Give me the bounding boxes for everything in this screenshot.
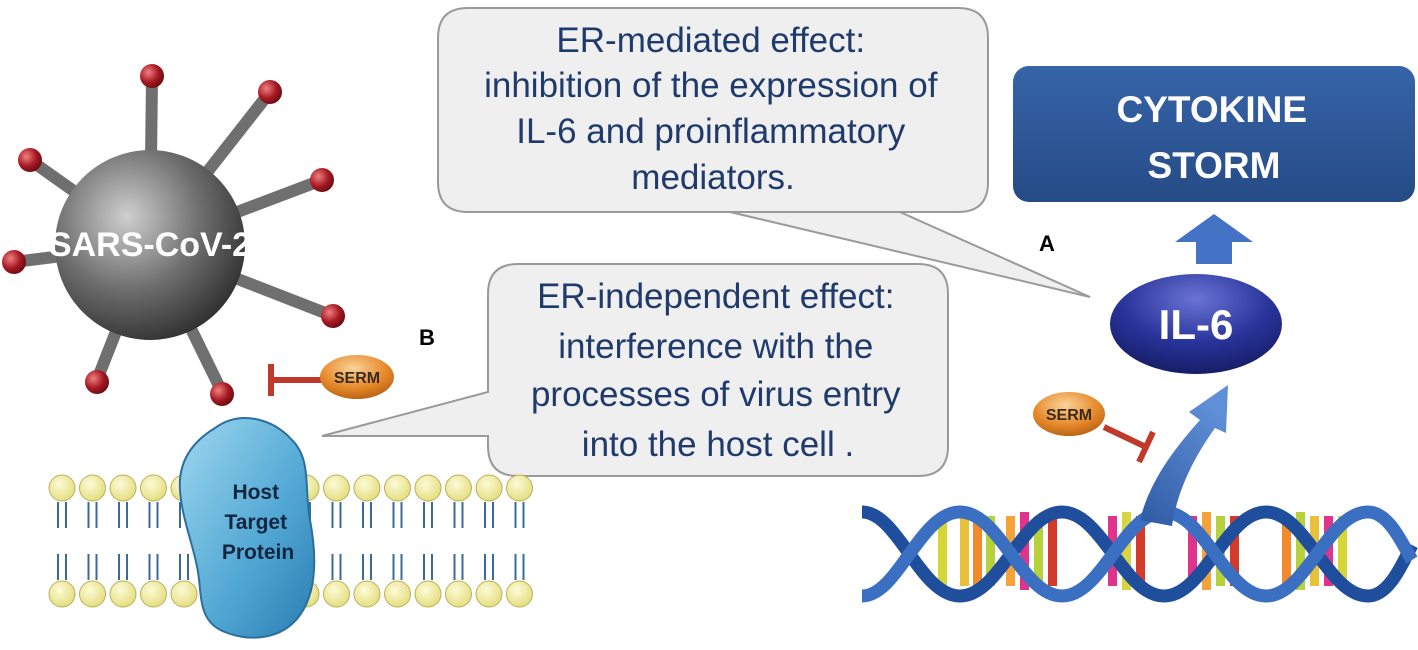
er-mediated-bubble-shape <box>437 7 1091 298</box>
er-mediated-line-2: inhibition of the expression of <box>484 66 938 105</box>
cytokine-storm-box: CYTOKINE STORM <box>1013 66 1415 202</box>
er-mediated-callout: ER-mediated effect: inhibition of the ex… <box>437 7 1091 298</box>
lipid-head <box>109 580 137 608</box>
serm-left-pill <box>320 355 394 399</box>
lipid-head <box>170 580 198 608</box>
lipid-head <box>48 474 76 502</box>
er-mediated-line-1: ER-mediated effect: <box>556 21 865 60</box>
er-mediated-line-4: mediators. <box>631 158 794 197</box>
lipid-head <box>323 580 350 608</box>
marker-a: A <box>1039 231 1055 256</box>
lipid-head <box>353 474 381 502</box>
cytokine-storm-rect <box>1013 66 1415 202</box>
er-independent-line-3: processes of virus entry <box>531 375 901 414</box>
protein-label: Host Target Protein <box>222 481 294 564</box>
il6-ellipse <box>1110 274 1282 374</box>
er-independent-line-1: ER-independent effect: <box>537 277 894 316</box>
lipid-head <box>140 580 167 608</box>
il6-label: IL-6 <box>1159 301 1234 348</box>
serm-right-inhibition-line <box>1102 424 1148 450</box>
cytokine-storm-line-2: STORM <box>1148 145 1281 186</box>
lipid-head <box>445 580 472 608</box>
cytokine-storm-label: CYTOKINE STORM <box>1117 89 1312 186</box>
sars-cov-2-virus: SARS-CoV-2 <box>2 64 345 406</box>
dna-strand-front <box>860 505 1418 603</box>
er-independent-line-2: interference with the <box>558 327 873 366</box>
il6-to-storm-arrow <box>1175 214 1253 264</box>
er-mediated-text: ER-mediated effect: inhibition of the ex… <box>484 21 942 197</box>
lipid-head <box>384 474 411 502</box>
serm-left-label: SERM <box>334 370 380 387</box>
expression-arrow <box>1140 385 1228 526</box>
lipid-head <box>475 474 503 502</box>
lipid-head <box>140 474 167 502</box>
virus-spike-knobs <box>2 64 345 406</box>
protein-line-3: Protein <box>222 541 294 564</box>
lipid-head <box>48 580 76 608</box>
virus-label: SARS-CoV-2 <box>49 226 251 264</box>
lipid-head <box>353 580 381 608</box>
marker-b: B <box>419 325 435 350</box>
serm-left: SERM <box>268 355 394 399</box>
protein-shape <box>178 417 316 639</box>
lipid-head <box>323 474 350 502</box>
lipid-head <box>475 580 503 608</box>
er-mediated-line-3: IL-6 and proinflammatory <box>516 112 906 151</box>
lipid-head <box>79 580 106 608</box>
lipid-head <box>79 474 106 502</box>
serm-right-label: SERM <box>1046 407 1092 424</box>
serm-right-inhibition-bar <box>1136 430 1156 464</box>
lipid-head <box>384 580 411 608</box>
lipid-head <box>445 474 472 502</box>
lipid-head <box>506 474 533 502</box>
lipid-head <box>414 474 442 502</box>
cytokine-storm-line-1: CYTOKINE <box>1117 89 1308 130</box>
protein-line-2: Target <box>224 511 287 534</box>
er-independent-line-4: into the host cell . <box>582 425 854 464</box>
er-independent-callout: ER-independent effect: interference with… <box>321 263 949 477</box>
lipid-head <box>109 474 137 502</box>
il6-node: IL-6 <box>1110 274 1282 374</box>
lipid-head <box>414 580 442 608</box>
protein-line-1: Host <box>232 481 279 504</box>
serm-right: SERM <box>1033 392 1156 464</box>
virus-body <box>55 150 245 340</box>
host-target-protein: Host Target Protein <box>178 417 316 639</box>
er-independent-text: ER-independent effect: interference with… <box>531 277 905 464</box>
serm-right-pill <box>1033 392 1105 436</box>
lipid-head <box>506 580 533 608</box>
dna-helix <box>860 505 1418 603</box>
